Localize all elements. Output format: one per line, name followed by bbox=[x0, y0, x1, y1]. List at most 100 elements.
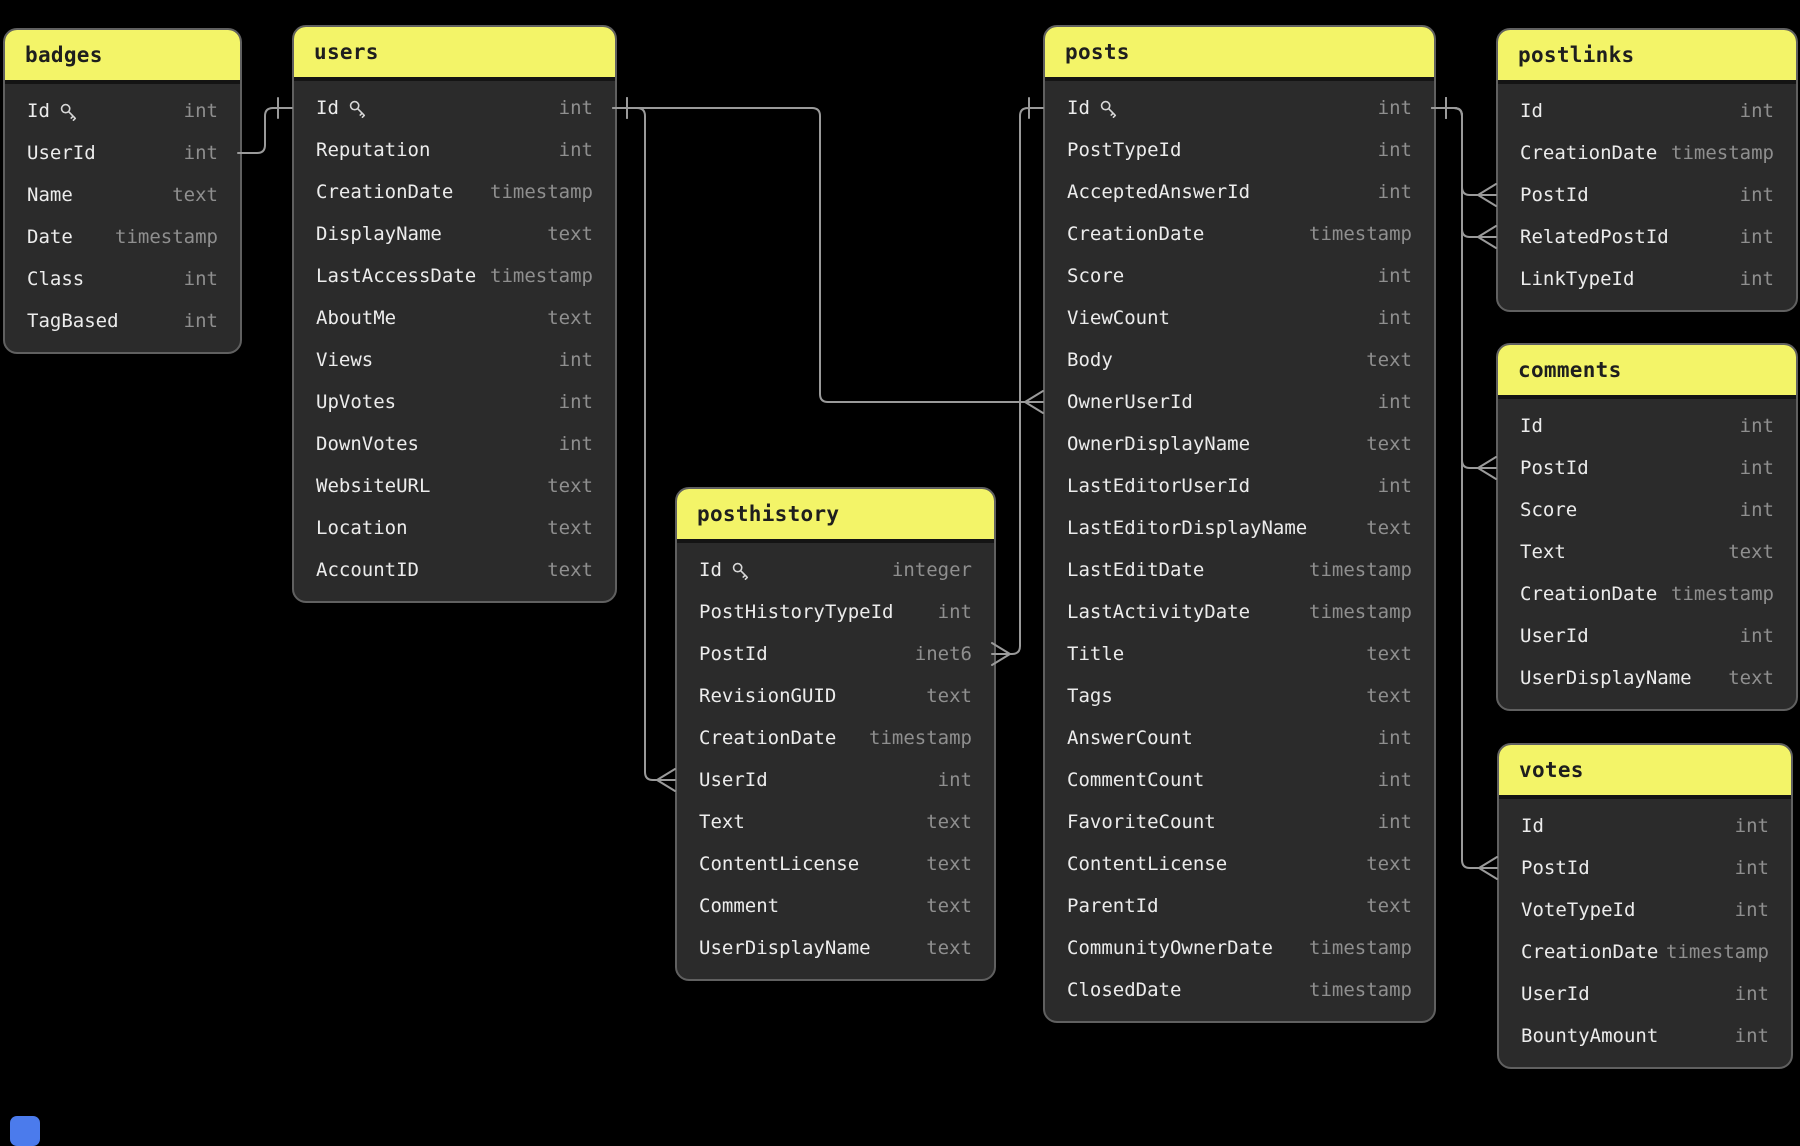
relationship-users.Id-posthistory.UserId[interactable] bbox=[612, 97, 676, 792]
relationship-posts.Id-posthistory.PostId[interactable] bbox=[991, 97, 1044, 666]
table-header-posts[interactable]: posts bbox=[1045, 27, 1434, 81]
table-name-label: badges bbox=[25, 43, 103, 67]
relationship-posts.Id-comments.PostId[interactable] bbox=[1431, 97, 1497, 480]
table-header-votes[interactable]: votes bbox=[1499, 745, 1791, 799]
relationship-posts.Id-postlinks.RelatedPostId[interactable] bbox=[1431, 97, 1497, 249]
relationship-posts.Id-votes.PostId[interactable] bbox=[1431, 97, 1498, 880]
table-header-posthistory[interactable]: posthistory bbox=[677, 489, 994, 543]
field-name: LastAccessDate bbox=[316, 265, 477, 287]
table-header-postlinks[interactable]: postlinks bbox=[1498, 30, 1796, 84]
relationship-users.Id-posts.OwnerUserId[interactable] bbox=[612, 97, 1044, 414]
table-header-badges[interactable]: badges bbox=[5, 30, 240, 84]
field-name-cell: ContentLicense bbox=[699, 843, 859, 885]
table-header-users[interactable]: users bbox=[294, 27, 615, 81]
field-type: integer bbox=[891, 559, 972, 581]
relationship-badges.UserId-users.Id[interactable] bbox=[237, 97, 293, 154]
field-name-cell: ContentLicense bbox=[1067, 843, 1227, 885]
field-name-cell: PostId bbox=[699, 633, 768, 675]
field-name: PostId bbox=[1520, 184, 1589, 206]
relationship-posts.Id-postlinks.PostId[interactable] bbox=[1431, 97, 1497, 207]
table-name-label: votes bbox=[1519, 758, 1584, 782]
field-type: int bbox=[1377, 97, 1412, 119]
table-header-comments[interactable]: comments bbox=[1498, 345, 1796, 399]
